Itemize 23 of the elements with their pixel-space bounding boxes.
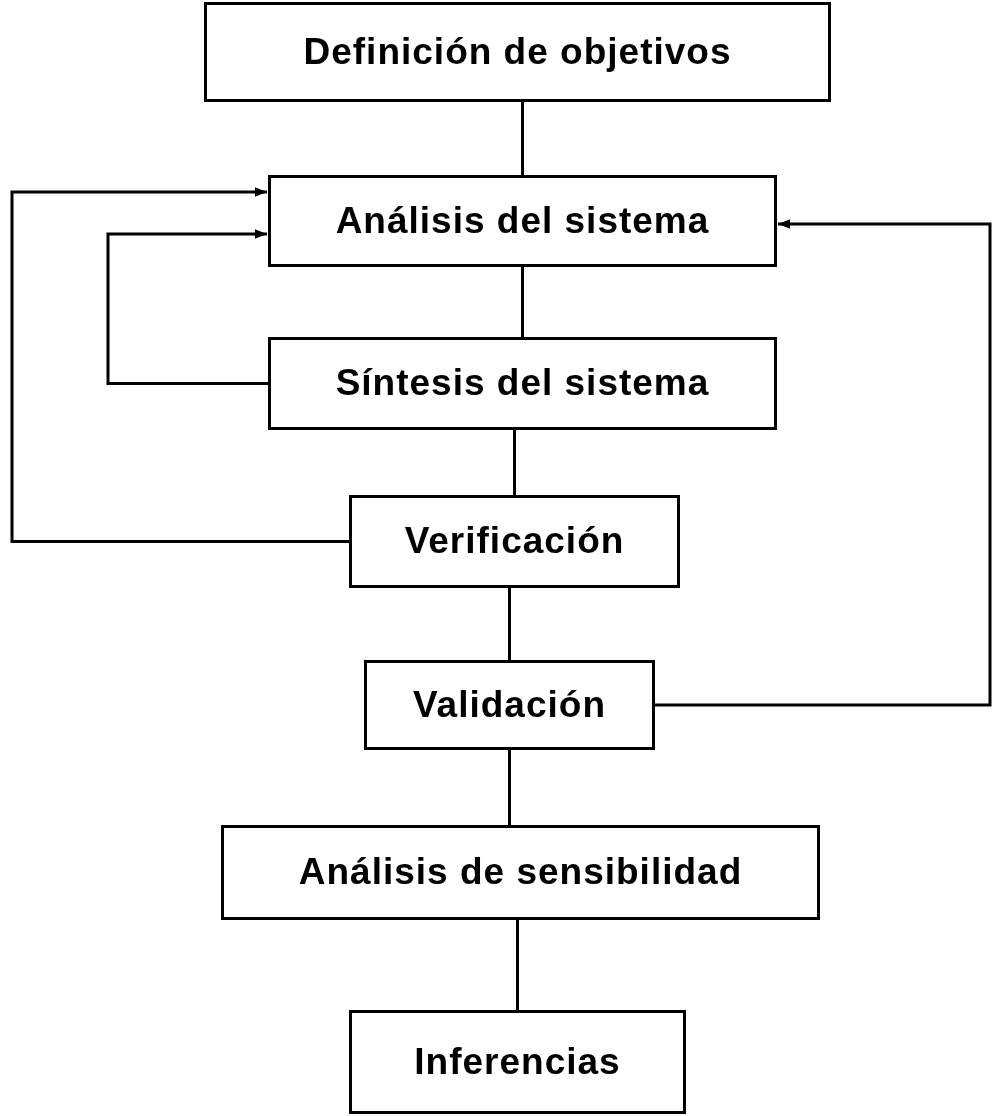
process-box (204, 2, 831, 102)
box-label: Análisis del sistema (335, 198, 710, 243)
arrow (106, 229, 268, 385)
connector-line (508, 750, 511, 825)
connector-line (508, 588, 511, 660)
connector-line (521, 267, 524, 337)
arrow (655, 219, 992, 707)
connector-line (516, 920, 519, 1010)
arrow (10, 187, 349, 543)
box-label: Verificación (404, 519, 625, 564)
process-box (268, 337, 777, 430)
connector-line (521, 102, 524, 175)
box-label: Inferencias (414, 1039, 621, 1084)
process-box (364, 660, 655, 750)
box-label: Análisis de sensibilidad (298, 850, 743, 895)
process-box (349, 495, 680, 588)
box-label: Síntesis del sistema (335, 361, 710, 406)
box-label: Validación (413, 682, 606, 727)
connector-line (513, 430, 516, 495)
box-label: Definición de objetivos (303, 29, 732, 74)
process-box (349, 1010, 686, 1114)
process-box (221, 825, 820, 920)
process-box (268, 175, 777, 267)
